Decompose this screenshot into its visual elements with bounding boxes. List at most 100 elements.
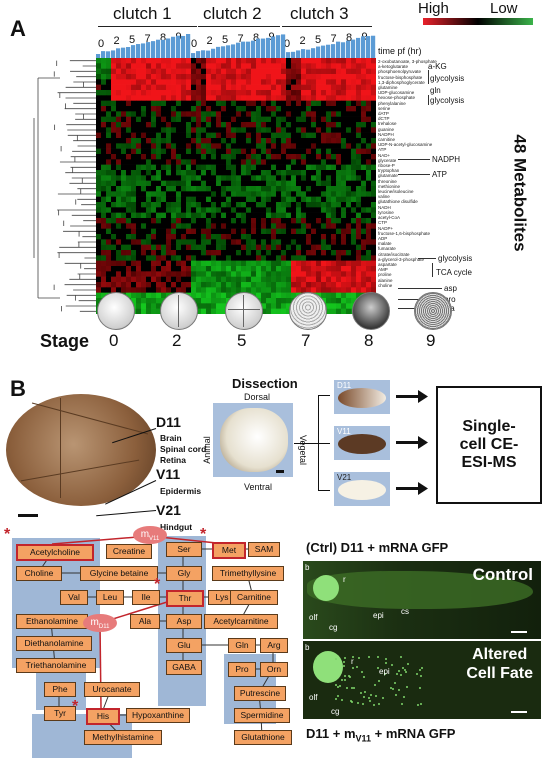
cell-d11-desc: Brain Spinal cord Retina bbox=[160, 433, 207, 465]
time-tick: 2 bbox=[206, 35, 213, 47]
arrows-to-instrument bbox=[396, 390, 428, 495]
time-bar bbox=[226, 45, 231, 58]
time-bar bbox=[126, 47, 131, 58]
metabolite-name: hexose-phosphate bbox=[378, 95, 416, 101]
time-bar bbox=[246, 41, 251, 58]
node-acetylcholine: Acetylcholine bbox=[16, 544, 94, 561]
time-bar bbox=[206, 50, 211, 58]
time-bar bbox=[356, 37, 361, 58]
metabolite-name: NADPH bbox=[378, 131, 394, 137]
metabolite-name: dCTP bbox=[378, 116, 390, 122]
marker-d11: mD11 bbox=[83, 614, 117, 632]
time-bar bbox=[111, 50, 116, 58]
stage-7: 7 bbox=[301, 331, 311, 350]
time-bar bbox=[291, 51, 296, 58]
time-bar bbox=[316, 46, 321, 58]
metabolite-name: methionine bbox=[378, 183, 401, 189]
metabolite-name: ribose-P bbox=[378, 163, 395, 169]
metabolite-name: glutathione disulfide bbox=[378, 199, 418, 205]
time-ticks: 025789025789025789 bbox=[96, 26, 376, 50]
stage-2: 2 bbox=[172, 331, 182, 350]
cell-v21-desc: Hindgut bbox=[160, 522, 193, 532]
time-tick: 0 bbox=[98, 38, 105, 50]
time-bar bbox=[106, 51, 111, 58]
time-tick: 5 bbox=[129, 34, 136, 46]
time-bar bbox=[286, 52, 291, 58]
time-bar bbox=[296, 50, 301, 58]
node-glu: Glu bbox=[166, 638, 202, 653]
time-bar bbox=[256, 38, 261, 58]
time-tick: 7 bbox=[330, 33, 337, 45]
metabolite-name: glutamine bbox=[378, 85, 398, 91]
time-bar bbox=[341, 42, 346, 58]
metabolite-name: phenylalanine bbox=[378, 100, 406, 106]
time-bar bbox=[191, 53, 196, 58]
time-bar bbox=[186, 34, 191, 58]
thumb-v21: V21 bbox=[334, 472, 390, 506]
time-tick: 0 bbox=[284, 38, 291, 50]
metabolite-name: fructose-bisphosphate bbox=[378, 74, 423, 80]
metabolite-name: AMP bbox=[378, 267, 388, 273]
metabolite-name: glutamate bbox=[378, 173, 398, 179]
time-bar bbox=[116, 48, 121, 58]
metabolite-name: carnitine bbox=[378, 137, 396, 143]
legend-high: High bbox=[418, 0, 449, 17]
embryo-photo bbox=[6, 394, 156, 506]
node-triethanolamine: Triethanolamine bbox=[16, 658, 96, 673]
node-thr: Thr bbox=[166, 590, 204, 607]
node-orn: Orn bbox=[260, 662, 288, 677]
node-phe: Phe bbox=[44, 682, 76, 697]
time-bar bbox=[121, 47, 126, 58]
time-bar bbox=[231, 44, 236, 58]
time-bar bbox=[251, 40, 256, 58]
time-bar bbox=[241, 41, 246, 58]
star-marker: * bbox=[4, 526, 11, 543]
node-methylhistamine: Methylhistamine bbox=[84, 730, 162, 745]
node-ala: Ala bbox=[130, 614, 160, 629]
time-bar bbox=[371, 35, 376, 58]
time-bar bbox=[306, 49, 311, 58]
node-tyr: Tyr bbox=[44, 706, 76, 721]
stage-9: 9 bbox=[426, 331, 436, 350]
metabolite-name: NAD+ bbox=[378, 152, 391, 158]
metabolite-name: acetyl-CoA bbox=[378, 215, 401, 221]
time-bar bbox=[166, 38, 171, 58]
time-bar bbox=[351, 39, 356, 58]
node-gln: Gln bbox=[228, 638, 256, 653]
ann-gln: gln bbox=[430, 86, 441, 95]
ann-glycolysis-3: glycolysis bbox=[438, 254, 473, 263]
stage-label: Stage bbox=[40, 331, 90, 351]
time-bar bbox=[346, 40, 351, 58]
node-putrescine: Putrescine bbox=[234, 686, 286, 701]
time-bar bbox=[156, 39, 161, 58]
ann-pro: pro bbox=[444, 295, 456, 304]
node-glycine-betaine: Glycine betaine bbox=[80, 566, 158, 581]
node-ile: Ile bbox=[132, 590, 160, 605]
metabolite-name: UDP-glucosamine bbox=[378, 90, 415, 96]
time-tick: 7 bbox=[237, 33, 244, 45]
embryo-stage-2 bbox=[160, 292, 198, 330]
embryo-stage-0 bbox=[97, 292, 135, 330]
time-tick: 5 bbox=[222, 34, 229, 46]
time-tick: 5 bbox=[315, 34, 322, 46]
node-sam: SAM bbox=[248, 542, 280, 557]
metabolite-name: ADP bbox=[378, 235, 388, 241]
panel-b-letter: B bbox=[10, 376, 26, 401]
control-image: Control b r epi cs olf cg bbox=[303, 561, 541, 639]
ann-akg: a-KG bbox=[428, 62, 447, 71]
embryo-stage-5 bbox=[225, 292, 263, 330]
metabolite-name: trehalose bbox=[378, 121, 397, 127]
time-bar bbox=[181, 35, 186, 58]
node-his: His bbox=[86, 708, 120, 725]
time-tick: 2 bbox=[113, 35, 120, 47]
stage-8: 8 bbox=[364, 331, 374, 350]
node-glutathione: Glutathione bbox=[234, 730, 292, 745]
time-tick: 0 bbox=[191, 38, 198, 50]
clutch-2-label: clutch 2 bbox=[203, 4, 262, 23]
dissection-animal: Animal bbox=[202, 436, 213, 464]
altered-title: D11 + mV11 + mRNA GFP bbox=[306, 726, 456, 744]
time-bar bbox=[271, 36, 276, 58]
node-acetylcarnitine: Acetylcarnitine bbox=[204, 614, 278, 629]
time-bar bbox=[301, 49, 306, 58]
